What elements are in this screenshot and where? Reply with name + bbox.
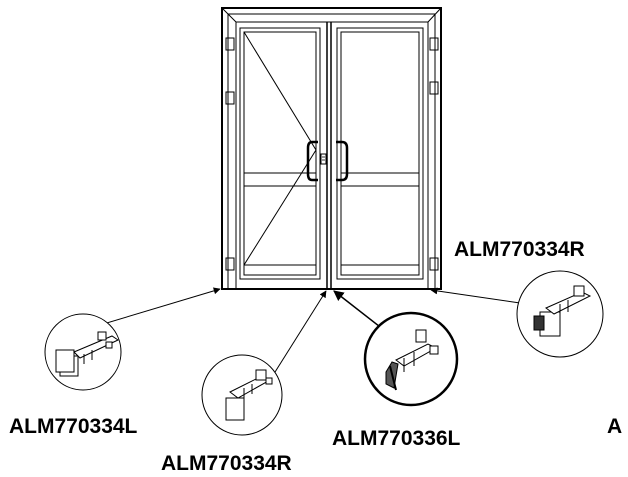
bubble-alm770334r-top	[516, 270, 604, 358]
pull-handles	[306, 140, 349, 182]
label-alm770334r-top: ALM770334R	[454, 238, 585, 261]
label-alm770336l: ALM770336L	[332, 427, 461, 450]
label-alm770334l: ALM770334L	[9, 415, 138, 438]
bubble-alm770336l	[363, 311, 459, 407]
left-door-leaf	[239, 27, 321, 280]
double-door-frame	[221, 7, 442, 290]
bubble-alm770334r-bottom	[201, 354, 283, 436]
leader-lines	[79, 287, 521, 381]
bubble-alm770334l	[44, 313, 122, 391]
label-alm770334r-bottom: ALM770334R	[161, 452, 292, 475]
label-partial-right: A	[607, 415, 622, 438]
right-door-leaf	[336, 27, 424, 280]
right-hinges	[429, 37, 439, 271]
left-hinges	[225, 37, 235, 271]
